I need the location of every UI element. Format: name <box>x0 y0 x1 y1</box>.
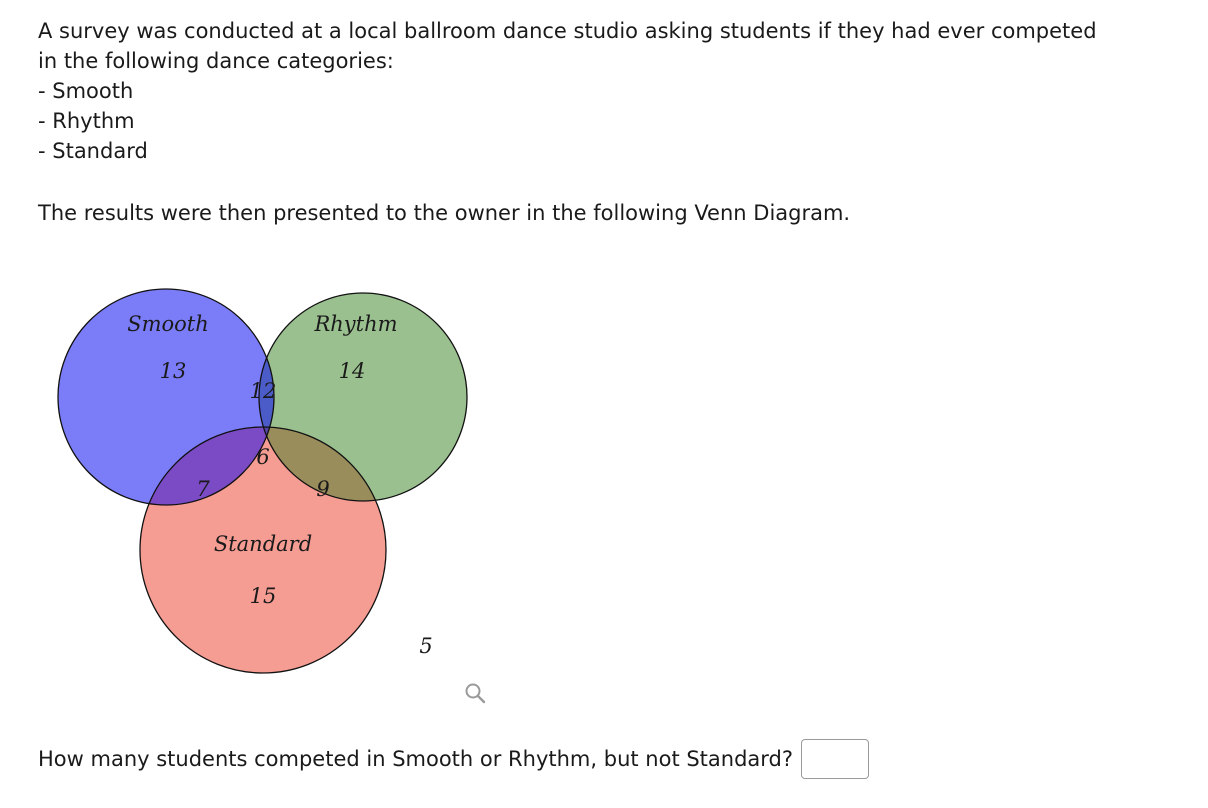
region-all-three: 6 <box>256 445 269 469</box>
standard-label: Standard <box>214 532 312 556</box>
category-item-smooth: - Smooth <box>38 79 134 103</box>
answer-input[interactable] <box>801 739 870 779</box>
rhythm-label: Rhythm <box>313 312 397 336</box>
region-rhythm-standard: 9 <box>316 477 329 501</box>
region-standard-only: 15 <box>250 584 277 608</box>
region-smooth-only: 13 <box>160 359 187 383</box>
magnifier-icon[interactable] <box>462 680 490 708</box>
category-item-standard: - Standard <box>38 139 148 163</box>
results-text: The results were then presented to the o… <box>38 201 851 225</box>
problem-statement: A survey was conducted at a local ballro… <box>38 16 1118 166</box>
problem-intro: A survey was conducted at a local ballro… <box>38 19 1097 73</box>
category-item-rhythm: - Rhythm <box>38 109 135 133</box>
smooth-standard-overlap <box>140 427 274 505</box>
question-text: How many students competed in Smooth or … <box>38 747 794 771</box>
region-smooth-standard: 7 <box>196 477 210 501</box>
category-list: - Smooth - Rhythm - Standard <box>38 76 1118 166</box>
smooth-label: Smooth <box>127 312 209 336</box>
rhythm-circle-outline <box>258 292 468 502</box>
region-smooth-rhythm: 12 <box>250 379 277 403</box>
region-outside: 5 <box>419 634 432 658</box>
region-rhythm-only: 14 <box>339 359 366 383</box>
question-row: How many students competed in Smooth or … <box>38 736 870 782</box>
standard-circle-outline <box>139 426 387 674</box>
rhythm-standard-overlap <box>259 427 386 501</box>
smooth-circle-outline <box>57 288 275 506</box>
